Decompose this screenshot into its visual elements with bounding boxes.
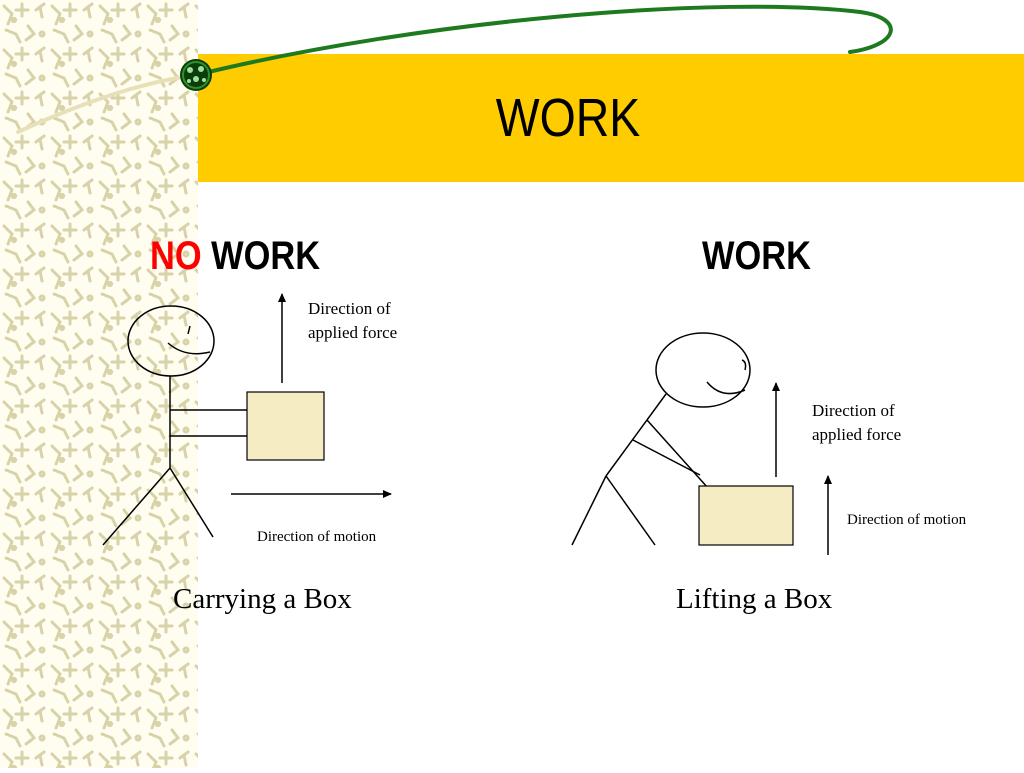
right-caption: Lifting a Box bbox=[676, 583, 833, 615]
decorative-sidebar bbox=[0, 0, 198, 768]
slide-title: WORK bbox=[495, 88, 641, 148]
swoosh-decoration bbox=[16, 4, 893, 134]
left-heading-work: WORK bbox=[211, 234, 321, 278]
carrying-stick-figure bbox=[102, 305, 248, 546]
carried-box bbox=[246, 391, 325, 461]
right-motion-label: Direction of motion bbox=[847, 512, 967, 528]
right-force-label: Direction of applied force bbox=[812, 401, 902, 444]
right-heading: WORK bbox=[702, 234, 811, 278]
lifted-box bbox=[698, 485, 794, 546]
orb-icon bbox=[180, 59, 212, 91]
left-caption: Carrying a Box bbox=[173, 583, 352, 615]
no-label: NO bbox=[150, 234, 202, 278]
left-heading: NO WORK bbox=[150, 232, 320, 280]
sidebar-pattern bbox=[0, 0, 198, 768]
lifting-stick-figure bbox=[571, 332, 751, 546]
left-force-label: Direction of applied force bbox=[308, 299, 398, 342]
title-banner bbox=[198, 54, 1024, 182]
left-motion-label: Direction of motion bbox=[257, 529, 377, 545]
